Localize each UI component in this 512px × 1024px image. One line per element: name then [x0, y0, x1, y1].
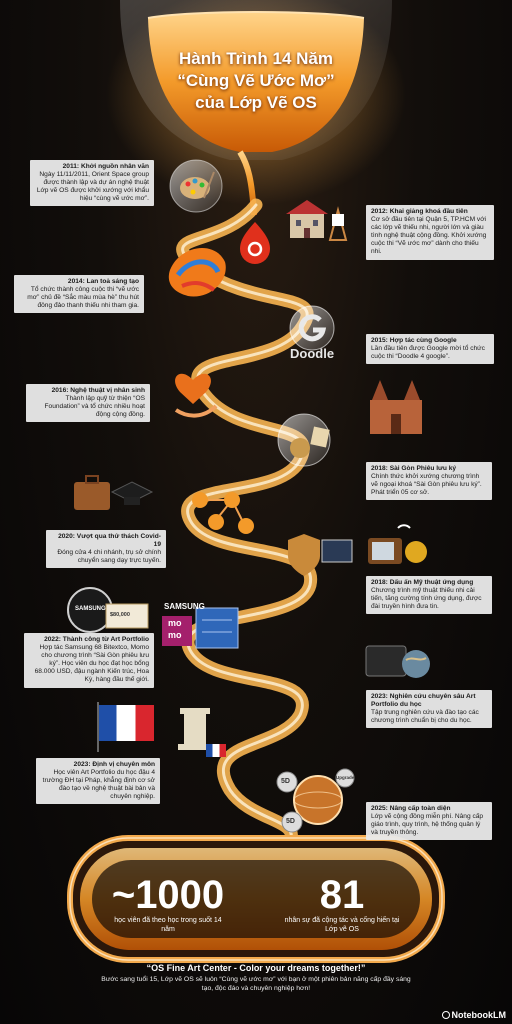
milestone-card-2023-position: 2023: Định vị chuyên môn Học viên Art Po… [36, 758, 160, 805]
notebooklm-logo-icon [441, 1011, 450, 1019]
milestone-heading: 2014: Lan toả sáng tạo [67, 278, 139, 285]
milestone-body: Lớp vẽ cộng đồng miễn phí. Nâng cấp giáo… [371, 813, 484, 837]
stat-value: 81 [319, 873, 365, 917]
milestone-card-2018-applied: 2018: Dấu ấn Mỹ thuật ứng dụng Chương tr… [366, 576, 492, 615]
column-icon [178, 708, 226, 757]
upgrade-globe-icon [276, 768, 355, 833]
samsung-label: SAMSUNG [164, 602, 205, 611]
slogan-description: Bước sang tuổi 15, Lớp vẽ OS sẽ luôn “Cù… [101, 976, 411, 992]
slogan-quote: “OS Fine Art Center - Color your dreams … [146, 963, 366, 973]
france-flag-icon [97, 702, 154, 752]
paint-splash-icon [168, 248, 226, 297]
stat-label: học viên đã theo học trong suốt 14 năm [114, 917, 222, 933]
brand-watermark: NotebookLM [441, 1010, 507, 1020]
milestone-heading: 2023: Định vị chuyên môn [73, 761, 155, 768]
milestone-body: Tập trung nghiên cứu và đào tạo các chươ… [371, 709, 479, 725]
milestone-card-2025: 2025: Nâng cấp toàn diện Lớp vẽ cộng đồn… [366, 802, 492, 841]
check-amount-label: $80,000 [110, 612, 130, 618]
badge-upgrade-label: Upgrade [336, 775, 355, 780]
suitcase-globe-icon [365, 645, 430, 678]
doodle-label: Doodle [290, 346, 335, 361]
badge-5d-label-bottom: 5D [286, 818, 295, 825]
milestone-card-2014: 2014: Lan toả sáng tạo Tổ chức thành côn… [14, 275, 144, 314]
samsung-badge-label: SAMSUNG [75, 606, 106, 612]
milestone-card-2012: 2012: Khai giảng khoá đầu tiên Cơ sở đầu… [366, 205, 494, 260]
milestone-body: Chương trình mỹ thuật thiếu nhi cải tiến… [371, 587, 482, 611]
milestone-body: Học viên Art Portfolio du học đậu 4 trườ… [42, 769, 155, 801]
school-building-icon [286, 200, 348, 241]
palette-icon [169, 159, 223, 213]
milestone-body: Chính thức khởi xướng chương trình vẽ ng… [371, 473, 482, 497]
milestone-heading: 2020: Vượt qua thử thách Covid-19 [58, 533, 161, 549]
milestone-card-2018-adventure: 2018: Sài Gòn Phiêu lưu ký Chính thức kh… [366, 462, 492, 501]
milestone-card-2011: 2011: Khởi nguồn nhân văn Ngày 11/11/201… [30, 160, 154, 207]
milestone-body: Ngày 11/11/2011, Orient Space group được… [36, 171, 149, 203]
milestone-card-2020: 2020: Vượt qua thử thách Covid-19 Đóng c… [46, 530, 166, 569]
google-g-icon [289, 305, 335, 351]
momo-label-top: mo [168, 618, 182, 628]
milestone-card-2023-research: 2023: Nghiên cứu chuyên sâu Art Portfoli… [366, 690, 492, 729]
milestone-heading: 2016: Nghệ thuật vị nhân sinh [51, 387, 145, 394]
stat-students: ~1000 học viên đã theo học trong suốt 14… [108, 874, 228, 934]
milestone-body: Cơ sở đầu tiên tại Quận 5, TP.HCM với cá… [371, 216, 487, 256]
title-line-2: “Cùng Vẽ Ước Mơ” [177, 71, 335, 90]
milestone-card-2015: 2015: Hợp tác cùng Google Lần đầu tiên đ… [366, 334, 494, 365]
church-icon [370, 380, 422, 434]
milestone-body: Lần đầu tiên được Google mời tổ chức cuộ… [371, 345, 485, 361]
badge-5d-label-top: 5D [281, 778, 290, 785]
compass-map-icon [277, 413, 331, 467]
title-line-1: Hành Trình 14 Năm [179, 49, 333, 68]
stat-label: nhân sự đã cộng tác và cống hiến tại Lớp… [284, 917, 400, 933]
milestone-heading: 2018: Sài Gòn Phiêu lưu ký [371, 465, 457, 472]
bottom-glass-pool [67, 835, 445, 963]
os-logo-icon [240, 222, 270, 264]
network-nodes-icon [192, 492, 254, 534]
check-icon [105, 603, 149, 629]
milestone-body: Thành lập quỹ từ thiện “OS Foundation” v… [44, 395, 145, 419]
graduation-cap-icon [110, 481, 154, 505]
milestone-heading: 2022: Thành công từ Art Portfolio [44, 636, 149, 643]
stat-staff: 81 nhân sự đã cộng tác và cống hiến tại … [282, 874, 402, 934]
brand-label: NotebookLM [451, 1010, 507, 1020]
momo-label-bottom: mo [168, 630, 182, 640]
hourglass-bowl [106, 0, 406, 216]
milestone-heading: 2012: Khai giảng khoá đầu tiên [371, 208, 468, 215]
milestone-card-2016: 2016: Nghệ thuật vị nhân sinh Thành lập … [26, 384, 150, 423]
heart-hand-icon [174, 373, 218, 418]
milestone-heading: 2023: Nghiên cứu chuyên sâu Art Portfoli… [371, 693, 476, 709]
briefcase-icon [74, 475, 110, 510]
milestone-heading: 2015: Hợp tác cùng Google [371, 337, 457, 344]
title-line-3: của Lớp Vẽ OS [195, 93, 317, 112]
milestone-body: Đóng cửa 4 chi nhánh, trụ sở chính chuyể… [57, 549, 161, 565]
milestone-body: Tổ chức thành công cuộc thi “vẽ ước mơ” … [27, 286, 139, 310]
page-title: Hành Trình 14 Năm “Cùng Vẽ Ước Mơ” của L… [150, 48, 362, 114]
tv-icon [368, 524, 427, 564]
milestone-heading: 2018: Dấu ấn Mỹ thuật ứng dụng [371, 579, 474, 586]
milestone-heading: 2025: Nâng cấp toàn diện [371, 805, 451, 812]
milestone-heading: 2011: Khởi nguồn nhân văn [62, 163, 149, 170]
milestone-body: Hợp tác Samsung 68 Bitextco, Momo cho ch… [34, 644, 149, 684]
shield-computer-icon [288, 534, 353, 576]
milestone-card-2022: 2022: Thành công từ Art Portfolio Hợp tá… [24, 633, 154, 688]
stat-value: ~1000 [111, 873, 225, 917]
momo-blueprint-icon [162, 607, 239, 649]
